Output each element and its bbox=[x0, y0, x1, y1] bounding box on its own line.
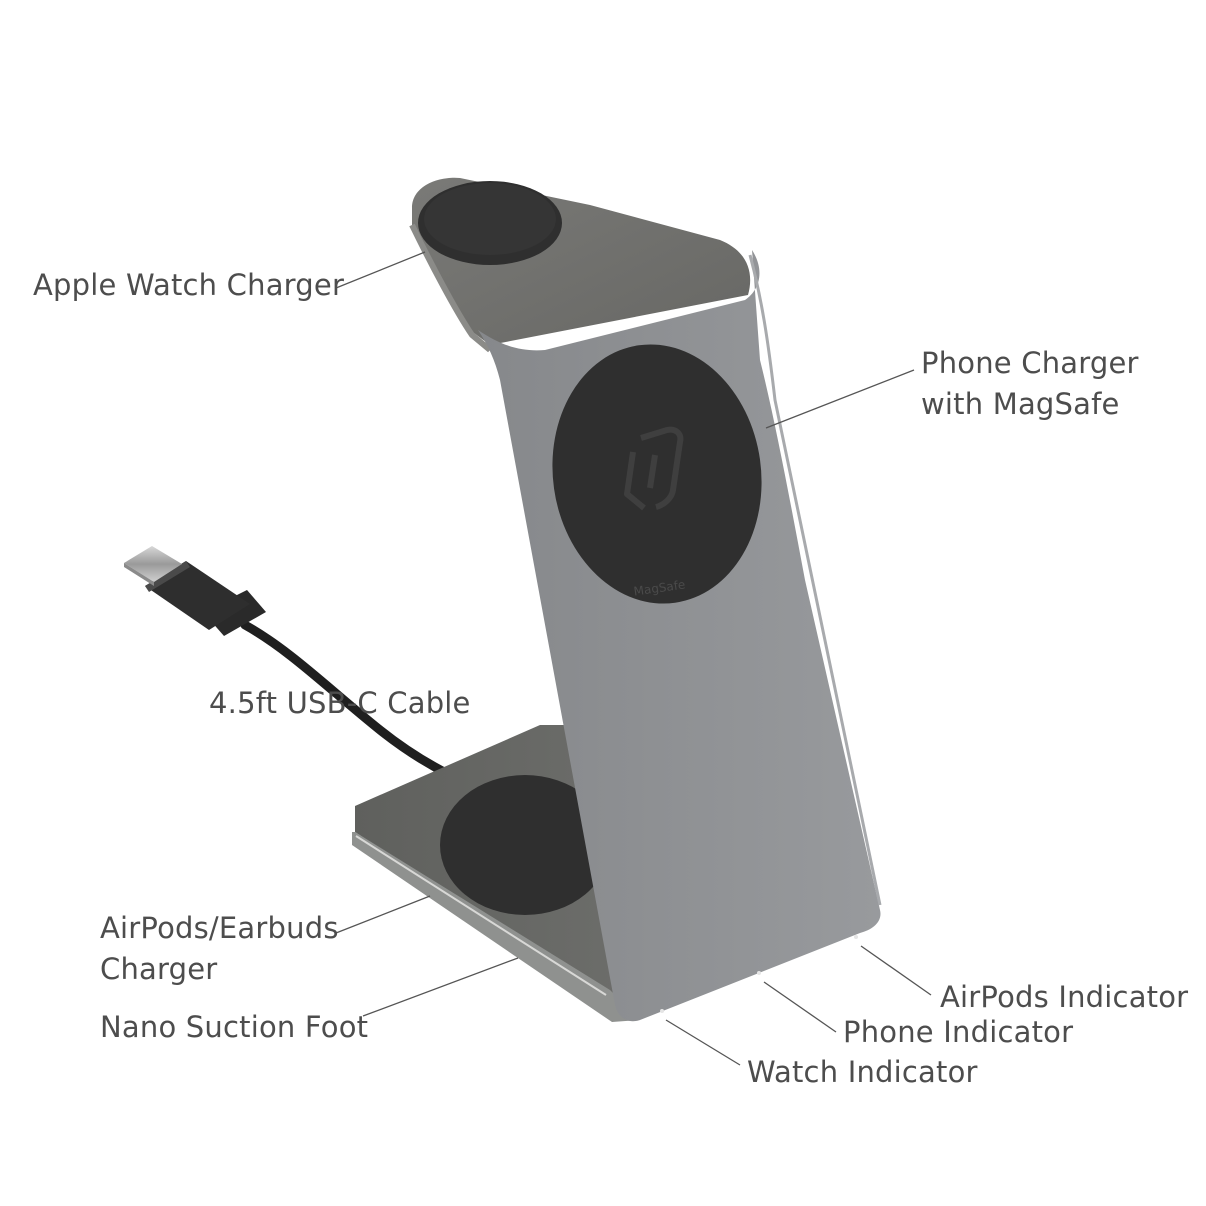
label-phone-charger-line1: Phone Charger bbox=[921, 346, 1139, 380]
label-phone-charger-line2: with MagSafe bbox=[921, 387, 1120, 421]
label-watch-indicator: Watch Indicator bbox=[747, 1055, 978, 1089]
leader-airpods-charger bbox=[335, 895, 431, 934]
leader-lines bbox=[335, 251, 932, 1066]
leader-watch-indicator bbox=[665, 1019, 741, 1066]
leader-suction-foot bbox=[362, 957, 519, 1017]
label-airpods-charger: AirPods/Earbuds Charger bbox=[100, 908, 339, 990]
brand-logo-icon bbox=[624, 426, 684, 511]
label-nano-suction-foot: Nano Suction Foot bbox=[100, 1010, 369, 1044]
stand-upright: MagSafe bbox=[409, 177, 882, 1022]
cable-connector-housing-top bbox=[145, 561, 190, 592]
usb-c-cable bbox=[124, 546, 455, 780]
label-airpods-indicator: AirPods Indicator bbox=[940, 980, 1189, 1014]
label-phone-charger: Phone Charger with MagSafe bbox=[921, 343, 1139, 425]
label-usb-c-cable: 4.5ft USB-C Cable bbox=[209, 686, 471, 720]
label-airpods-charger-line1: AirPods/Earbuds bbox=[100, 911, 339, 945]
usb-c-plug-tip bbox=[124, 546, 182, 582]
leader-phone-indicator bbox=[763, 981, 837, 1033]
leader-airpods-indicator bbox=[860, 945, 932, 996]
leader-apple-watch bbox=[335, 251, 426, 289]
leader-phone-charger bbox=[765, 369, 915, 429]
magsafe-charging-puck bbox=[552, 344, 762, 604]
cable-wire bbox=[240, 620, 455, 780]
label-apple-watch-charger: Apple Watch Charger bbox=[33, 268, 345, 302]
stand-base bbox=[352, 725, 640, 1022]
airpods-charging-pad bbox=[440, 775, 610, 915]
airpods-indicator-light bbox=[854, 935, 858, 939]
label-phone-indicator: Phone Indicator bbox=[843, 1015, 1074, 1049]
label-airpods-charger-line2: Charger bbox=[100, 952, 218, 986]
phone-indicator-light bbox=[757, 971, 761, 975]
watch-indicator-light bbox=[660, 1009, 664, 1013]
